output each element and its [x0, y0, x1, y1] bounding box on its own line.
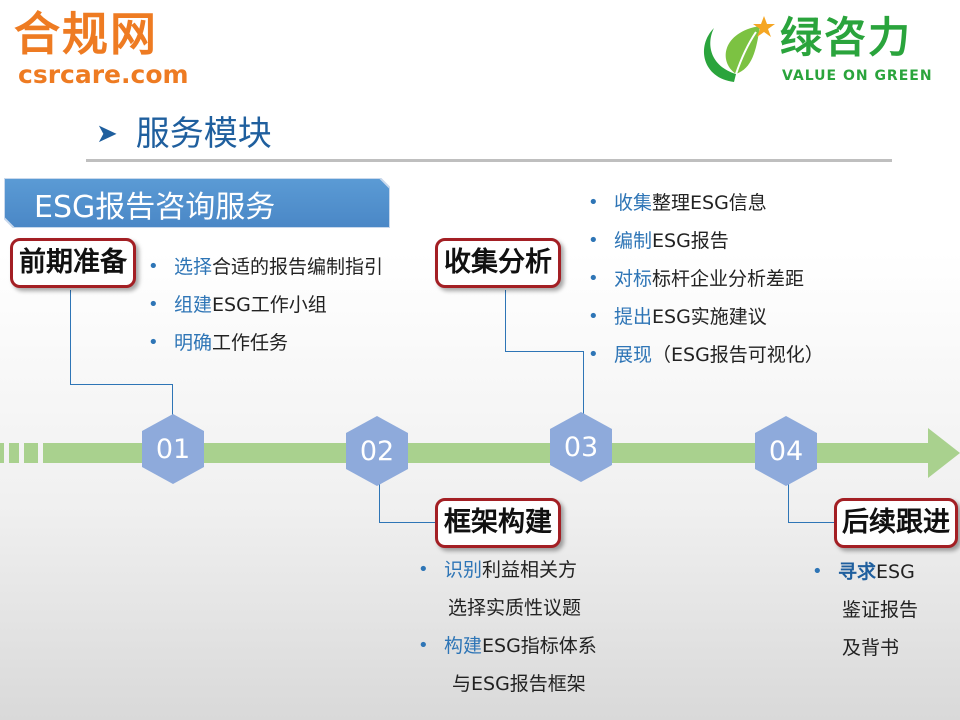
logo-value-on-green: 绿咨力 VALUE ON GREEN [694, 8, 950, 88]
list-item: 明确工作任务 [144, 324, 383, 362]
hexagon-icon [346, 416, 408, 486]
hexagon-icon [550, 412, 612, 482]
list-item: 鉴证报告 [842, 599, 919, 621]
list-item: 选择合适的报告编制指引 [144, 248, 383, 286]
list-item: 寻求ESG [808, 553, 918, 591]
stage4-bullets: 寻求ESG 鉴证报告 及背书 [808, 553, 918, 667]
list-item: 编制ESG报告 [584, 222, 824, 260]
stage3-bullets: 收集整理ESG信息 编制ESG报告 对标标杆企业分析差距 提出ESG实施建议 展… [584, 184, 824, 374]
stage2-bullets: 识别利益相关方 选择实质性议题 构建ESG指标体系 与ESG报告框架 [414, 551, 597, 703]
list-item: 与ESG报告框架 [452, 673, 586, 695]
logo-left-chinese: 合规网 [14, 7, 158, 61]
timeline-arrow [0, 428, 960, 478]
divider [86, 159, 892, 162]
stage1-bullets: 选择合适的报告编制指引 组建ESG工作小组 明确工作任务 [144, 248, 383, 362]
connector-01 [70, 290, 173, 385]
list-item: 及背书 [842, 637, 900, 659]
hexagon-icon [755, 416, 817, 486]
stage-marker-04: 04 [755, 416, 817, 486]
hexagon-icon [142, 414, 204, 484]
connector-01-vert [172, 384, 173, 418]
section-title-text: 服务模块 [135, 114, 272, 154]
service-banner: ESG报告咨询服务 [4, 178, 390, 228]
stage-title-01: 前期准备 [10, 238, 136, 288]
stage-title-04: 后续跟进 [834, 498, 958, 548]
list-item: 对标标杆企业分析差距 [584, 260, 824, 298]
list-item: 组建ESG工作小组 [144, 286, 383, 324]
stage-number: 02 [359, 435, 395, 467]
arrow-bullet-icon: ➤ [96, 119, 118, 149]
connector-03-vert [583, 351, 584, 415]
logo-csrcare: 合规网 csrcare.com [14, 6, 189, 88]
stage-number: 01 [155, 433, 191, 465]
banner-label: ESG报告咨询服务 [34, 190, 276, 225]
stage-marker-03: 03 [550, 412, 612, 482]
logo-right-chinese: 绿咨力 [780, 13, 913, 62]
stage-number: 03 [563, 431, 599, 463]
logo-left-url: csrcare.com [18, 60, 189, 89]
connector-03 [505, 290, 584, 352]
list-item: 提出ESG实施建议 [584, 298, 824, 336]
stage-title-02: 框架构建 [435, 498, 561, 548]
stage-marker-01: 01 [142, 414, 204, 484]
list-item: 展现（ESG报告可视化） [584, 336, 824, 374]
list-item: 识别利益相关方 [414, 551, 597, 589]
list-item: 构建ESG指标体系 [414, 627, 597, 665]
banner-shape [4, 178, 390, 228]
list-item: 选择实质性议题 [448, 597, 582, 619]
stage-title-03: 收集分析 [435, 238, 561, 288]
stage-number: 04 [768, 435, 804, 467]
section-title: ➤ 服务模块 [96, 106, 272, 155]
connector-02 [379, 484, 436, 523]
stage-marker-02: 02 [346, 416, 408, 486]
leaf-logo-icon [703, 16, 775, 82]
logo-right-slogan: VALUE ON GREEN [782, 68, 933, 84]
list-item: 收集整理ESG信息 [584, 184, 824, 222]
connector-04 [788, 484, 835, 523]
